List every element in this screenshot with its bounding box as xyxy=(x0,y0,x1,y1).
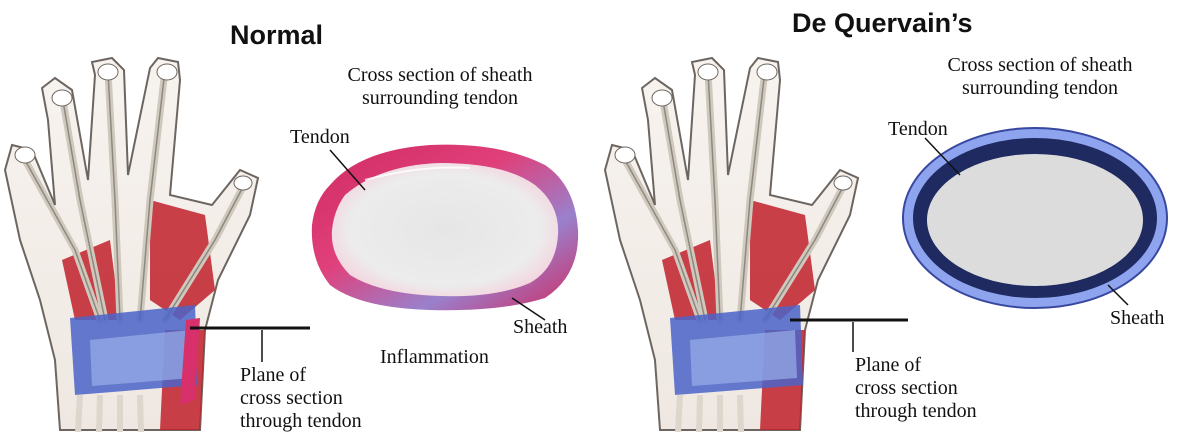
nail-9 xyxy=(757,64,777,80)
inflammation-label: Inflammation xyxy=(380,346,489,368)
nail-2 xyxy=(52,90,72,106)
dequervain-sheath-label: Sheath xyxy=(1110,307,1164,329)
dequervain-caption-line-2: surrounding tendon xyxy=(925,77,1155,99)
dequervain-plane-line-1: Plane of xyxy=(855,354,921,376)
normal-caption-line-1: Cross section of sheath xyxy=(325,64,555,86)
normal-tendon-label: Tendon xyxy=(290,126,350,148)
cross-section-dequervain xyxy=(903,128,1167,308)
nail-4 xyxy=(157,64,177,80)
nail-8 xyxy=(698,64,718,80)
normal-plane-line-2: cross section xyxy=(240,387,343,409)
nail-7 xyxy=(652,90,672,106)
nail-1 xyxy=(15,147,35,163)
nail-5 xyxy=(234,176,252,190)
normal-caption-line-2: surrounding tendon xyxy=(325,87,555,109)
dequervain-plane-line-3: through tendon xyxy=(855,400,977,422)
cross-section-normal xyxy=(312,145,578,320)
dequervain-tendon-label: Tendon xyxy=(888,118,948,140)
dequervain-caption-line-1: Cross section of sheath xyxy=(925,54,1155,76)
dequervain-title: De Quervain’s xyxy=(792,8,973,39)
normal-plane-line-3: through tendon xyxy=(240,410,362,432)
dequervain-plane-line-2: cross section xyxy=(855,377,958,399)
nail-6 xyxy=(615,147,635,163)
normal-sheath-label: Sheath xyxy=(513,316,567,338)
tendon-core-normal xyxy=(332,163,558,296)
normal-plane-line-1: Plane of xyxy=(240,364,306,386)
nail-3 xyxy=(98,64,118,80)
nail-10 xyxy=(834,176,852,190)
normal-title: Normal xyxy=(230,20,323,51)
